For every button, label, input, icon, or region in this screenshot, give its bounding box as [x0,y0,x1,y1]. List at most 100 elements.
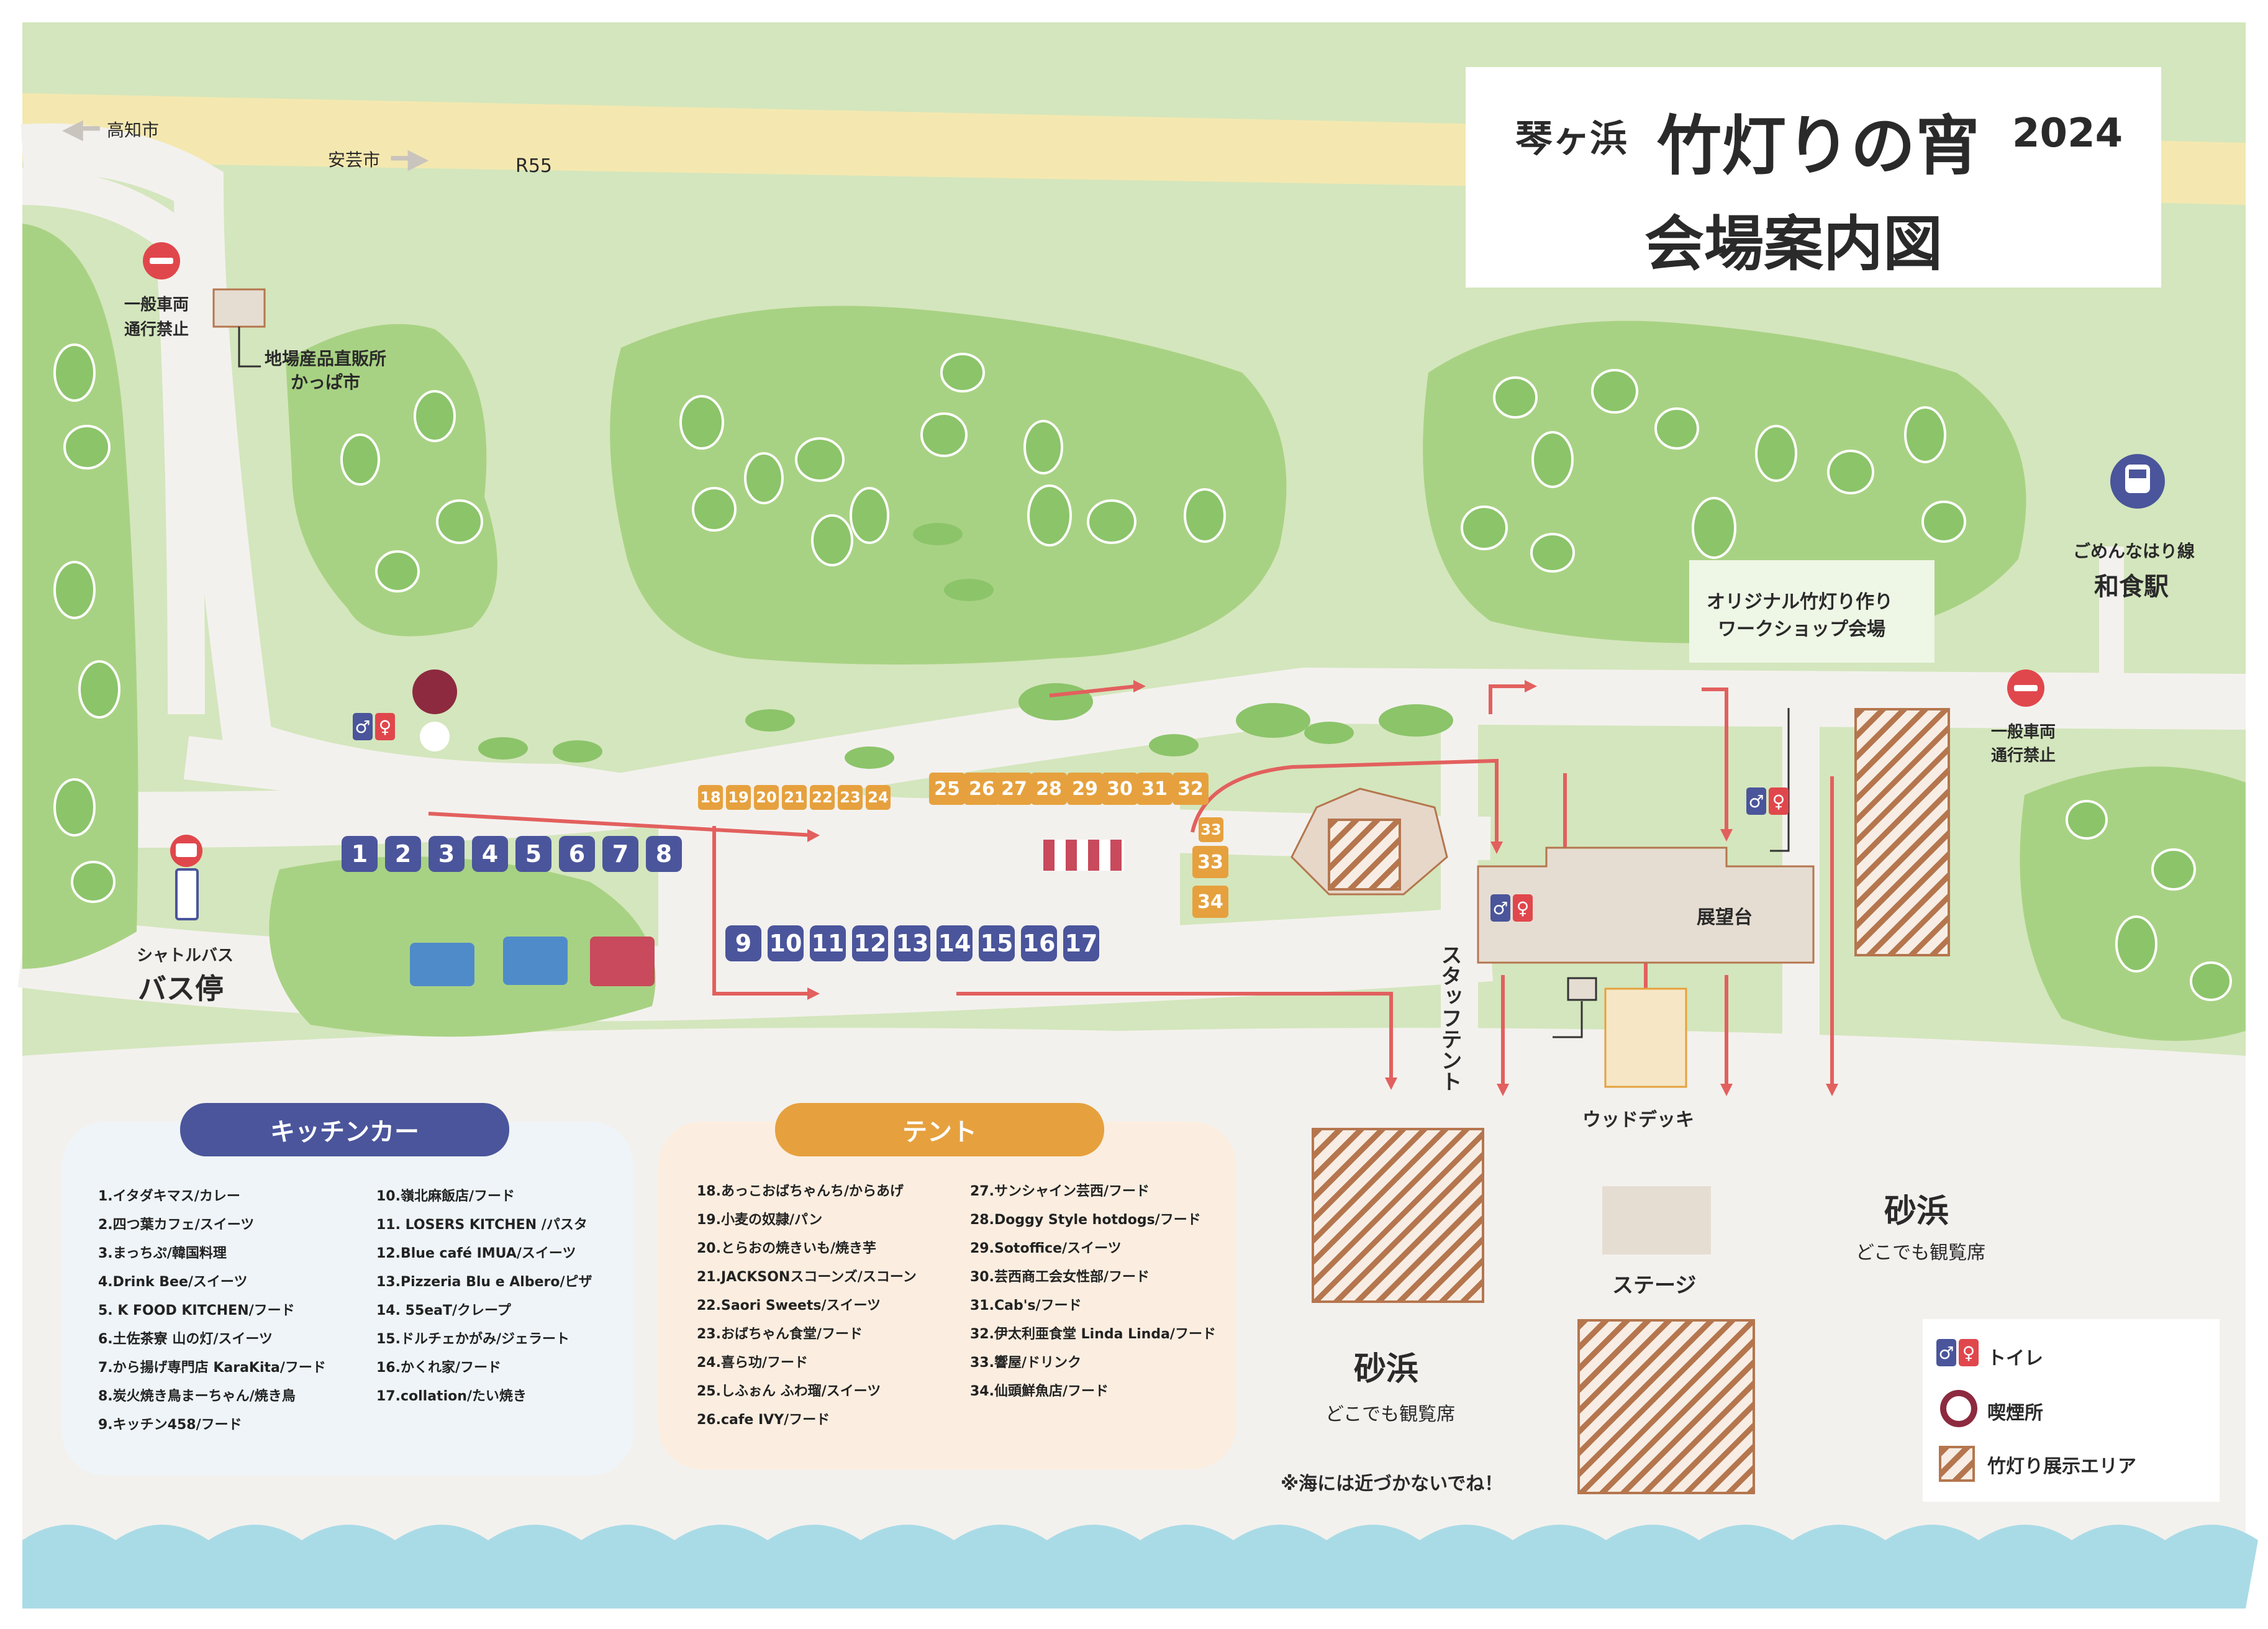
list-item: 30.芸西商工会女性部/フード [970,1269,1150,1285]
food-truck-icon [410,943,474,986]
no-entry-left-line2: 通行禁止 [124,320,189,339]
legend-bamboo-label: 竹灯り展示エリア [1987,1456,2136,1477]
beach-right-title: 砂浜 [1884,1193,1949,1230]
list-item: 12.Blue café IMUA/スイーツ [376,1246,576,1261]
market-line1: 地場産品直販所 [265,348,387,369]
kitchen-car-list-1: 1.イタダキマス/カレー 2.四つ葉カフェ/スイーツ 3.まっちぷ/韓国料理 4.Dr… [98,1182,326,1440]
booth-number-badge: 15 [979,925,1015,961]
list-item: 17.collation/たい焼き [376,1389,527,1404]
booth-number-badge: 10 [768,925,804,961]
road-left-city: 高知市 [107,120,160,140]
bamboo-area-beach-center [1577,1319,1755,1494]
booth-number-badge: 30 [1102,773,1138,805]
list-item: 16.かくれ家/フード [376,1360,502,1376]
bamboo-area-beach-left [1312,1128,1484,1303]
food-dishes-icon [832,851,969,894]
toilet-observatory-icon: ♂♀ [1490,894,1533,922]
road-right-city: 安芸市 [328,150,381,170]
forest-center [610,306,1287,665]
list-item: 32.伊太利亜食堂 Linda Linda/フード [970,1327,1216,1342]
market-building [212,288,266,328]
arrow-left-icon: ◀━ [62,113,100,145]
bamboo-area-pavilion [1328,819,1401,891]
stage-label: ステージ [1612,1273,1697,1298]
booth-number-badge: 25 [929,773,965,805]
booth-number-badge: 33 [1199,817,1223,842]
station-name: 和食駅 [2094,573,2169,601]
list-item: 9.キッチン458/フード [98,1417,242,1433]
no-entry-left-line1: 一般車両 [124,296,189,314]
list-item: 19.小麦の奴隷/パン [697,1212,823,1228]
booth-number-badge: 1 [342,836,378,872]
list-item: 2.四つ葉カフェ/スイーツ [98,1217,255,1233]
booth-number-badge: 7 [602,836,638,872]
booth-number-badge: 3 [429,836,465,872]
food-truck-icon [503,937,568,985]
legend-bamboo-icon [1939,1446,1975,1482]
list-item: 34.仙頭鮮魚店/フード [970,1384,1109,1399]
booth-number-badge: 4 [472,836,508,872]
title-box [1466,67,2161,288]
list-item: 33.響屋/ドリンク [970,1355,1082,1371]
legend-smoking-icon [1940,1390,1977,1427]
list-item: 4.Drink Bee/スイーツ [98,1274,248,1290]
title-main: 竹灯りの宵 [1657,108,1980,184]
bus-stop-sign [170,835,202,920]
sea-warning: ※海には近づかないでね！ [1281,1473,1504,1495]
booth-number-badge: 24 [866,785,891,810]
workshop-box [1689,560,1935,663]
booth-number-badge: 22 [810,785,835,810]
booth-number-badge: 33 [1192,846,1228,878]
arrow-right-icon: ━▶ [391,143,429,175]
list-item: 20.とらおの焼きいも/焼き芋 [697,1241,877,1256]
booth-number-badge: 19 [726,785,751,810]
booth-number-badge: 16 [1021,925,1057,961]
shuttle-label: シャトルバス [137,946,234,965]
list-item: 15.ドルチェかがみ/ジェラート [376,1332,570,1347]
legend-toilet-label: トイレ [1987,1348,2043,1369]
booth-number-badge: 23 [838,785,863,810]
booth-number-badge: 21 [782,785,807,810]
wood-deck-label: ウッドデッキ [1582,1109,1694,1131]
booth-number-badge: 11 [810,925,846,961]
no-entry-right-line2: 通行禁止 [1991,746,2056,765]
food-truck-icon [590,937,655,986]
tent-panel [658,1122,1236,1469]
booth-number-badge: 9 [725,925,761,961]
smoking-area-sign [412,669,458,759]
list-item: 21.JACKSONスコーンズ/スコーン [697,1269,917,1285]
trees [53,343,2232,1001]
list-item: 1.イタダキマス/カレー [98,1189,240,1204]
list-item: 5. K FOOD KITCHEN/フード [98,1303,295,1318]
title-subtitle: 会場案内図 [1644,209,1943,279]
legend-smoking-label: 喫煙所 [1987,1402,2043,1424]
stage [1602,1186,1711,1255]
booth-number-badge: 17 [1063,925,1099,961]
booth-number-badge: 26 [964,773,1000,805]
observatory-building [1477,708,1815,1088]
list-item: 28.Doggy Style hotdogs/フード [970,1212,1201,1228]
road-route: R55 [515,155,553,177]
title-prefix: 琴ヶ浜 [1515,117,1627,161]
bamboo-area-east [1854,708,1950,956]
station-line: ごめんなはり線 [2073,541,2195,561]
list-item: 31.Cab's/フード [970,1298,1082,1314]
list-item: 22.Saori Sweets/スイーツ [697,1298,881,1314]
booth-number-badge: 5 [515,836,551,872]
workshop-line2: ワークショップ会場 [1718,619,1885,640]
toilet-workshop-icon: ♂♀ [1746,787,1789,815]
kitchen-car-panel [62,1122,633,1476]
booth-number-badge: 18 [698,785,723,810]
list-item: 23.おばちゃん食堂/フード [697,1327,863,1342]
list-item: 24.喜ら功/フード [697,1355,809,1371]
booth-number-badge: 28 [1031,773,1067,805]
list-item: 3.まっちぷ/韓国料理 [98,1246,227,1261]
booth-number-badge: 27 [996,773,1032,805]
list-item: 7.から揚げ専門店 KaraKita/フード [98,1360,326,1376]
toilet-top-left-icon: ♂♀ [353,713,395,740]
booth-number-badge: 34 [1192,886,1228,918]
booth-number-badge: 20 [754,785,779,810]
booth-number-badge: 12 [852,925,888,961]
booth-number-badge: 29 [1067,773,1103,805]
